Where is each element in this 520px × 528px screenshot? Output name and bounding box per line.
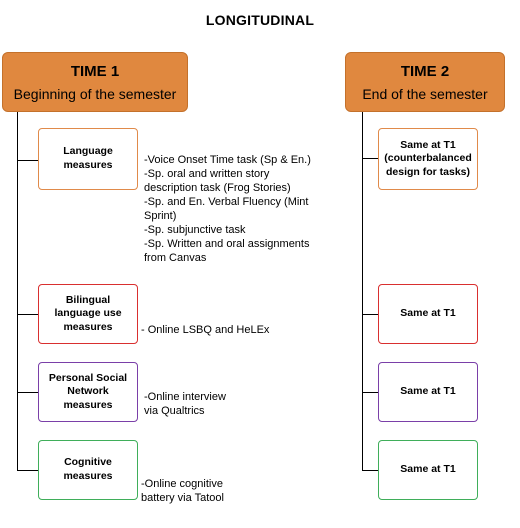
time1-branch-bilingual [17,314,38,315]
time1-branch-social [17,392,38,393]
description-line: -Sp. oral and written story [144,168,270,180]
description-line: -Online interview [144,391,226,403]
time1-subtitle: Beginning of the semester [13,86,177,102]
description-line: -Sp. Written and oral assignments [144,238,310,250]
time2-social-network-label: Same at T1 [400,385,456,398]
time2-bilingual-label: Same at T1 [400,307,456,320]
time2-language-line: (counterbalanced [384,152,472,165]
description-line: -Sp. and En. Verbal Fluency (Mint [144,196,309,208]
description-line: Sprint) [144,210,177,222]
time1-trunk-line [17,112,18,470]
language-measures-box: Language measures [38,128,138,190]
description-line: from Canvas [144,252,207,264]
bilingual-measures-label-line: language use [54,307,122,320]
language-measures-description: -Voice Onset Time task (Sp & En.) -Sp. o… [144,153,311,265]
time2-cognitive-box: Same at T1 [378,440,478,500]
time2-branch-bilingual [362,314,378,315]
bilingual-measures-label-line: measures [63,320,113,333]
description-line: -Online cognitive [141,478,223,490]
time2-branch-social [362,392,378,393]
description-line: -Voice Onset Time task (Sp & En.) [144,154,311,166]
cognitive-measures-label-line: measures [63,470,113,482]
language-measures-label-line: Language [63,145,113,158]
description-line: description task (Frog Stories) [144,182,291,194]
social-network-label-line: measures [63,398,113,411]
description-line: -Sp. subjunctive task [144,224,246,236]
time1-branch-language [17,160,38,161]
time2-language-box: Same at T1 (counterbalanced design for t… [378,128,478,190]
time2-label: TIME 2 [400,63,450,80]
time2-branch-language [362,158,378,159]
time1-branch-cognitive [17,470,38,471]
social-network-measures-box: Personal Social Network measures [38,362,138,422]
social-network-label-line: Personal Social [48,371,128,384]
cognitive-measures-description: -Online cognitive battery via Tatool [141,477,224,505]
time2-social-network-box: Same at T1 [378,362,478,422]
bilingual-measures-box: Bilingual language use measures [38,284,138,344]
time2-bilingual-box: Same at T1 [378,284,478,344]
description-line: - Online LSBQ and HeLEx [141,324,270,336]
time2-language-line: Same at T1 [400,138,456,151]
time1-header: TIME 1 Beginning of the semester [2,52,188,112]
diagram-title: LONGITUDINAL [205,12,315,28]
cognitive-measures-label-line: Cognitive [64,456,112,469]
bilingual-measures-description: - Online LSBQ and HeLEx [141,323,269,337]
language-measures-label-line: measures [63,159,113,171]
bilingual-measures-label-line: Bilingual [65,293,111,306]
time2-trunk-line [362,112,363,470]
description-line: battery via Tatool [141,492,224,504]
time1-label: TIME 1 [70,63,120,80]
social-network-label-line: Network [67,385,109,398]
time2-branch-cognitive [362,470,378,471]
time2-cognitive-label: Same at T1 [400,463,456,476]
time2-language-line: design for tasks) [385,165,471,178]
description-line: via Qualtrics [144,405,205,417]
time2-subtitle: End of the semester [362,86,488,102]
time2-header: TIME 2 End of the semester [345,52,505,112]
cognitive-measures-box: Cognitive measures [38,440,138,500]
social-network-description: -Online interview via Qualtrics [144,390,226,418]
